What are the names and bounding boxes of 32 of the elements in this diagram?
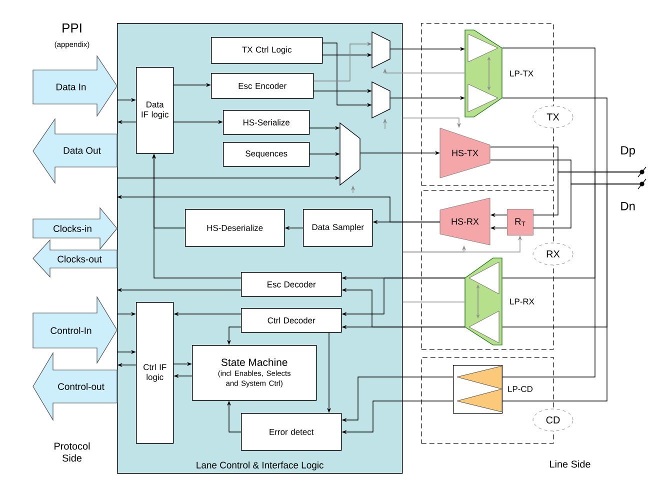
side-label: Line Side [550, 460, 590, 468]
buffer-drawing: LP-RX [464, 258, 534, 346]
process-box: Ctrl Decoder [241, 308, 342, 333]
interface-banner: Clocks-out [32, 239, 118, 278]
side-label: Protocol Side [54, 442, 90, 462]
process-box: Sequences [223, 142, 310, 167]
process-box: Esc Decoder [241, 272, 342, 297]
process-box: Data IF logic [136, 67, 174, 154]
process-box: HS-Deserialize [185, 209, 285, 247]
wire [402, 72, 466, 74]
process-box: Esc Encoder [211, 73, 314, 99]
node-label: Dn [621, 202, 635, 210]
interface-banner: Clocks-in [32, 207, 118, 250]
interface-banner: Control-out [32, 352, 118, 422]
process-box: Ctrl IF logic [136, 302, 174, 444]
process-box: TX Ctrl Logic [211, 37, 323, 64]
process-box: Error detect [241, 413, 342, 451]
interface-banner: Data Out [32, 118, 118, 184]
interface-banner: Data In [32, 55, 118, 117]
node-label: LP-RX [510, 298, 534, 304]
process-box: HS-Serialize [223, 110, 310, 135]
node-label: LP-TX [510, 70, 534, 76]
heading: PPI [62, 24, 82, 32]
terminal-pin: Dp [621, 146, 646, 178]
buffer-drawing: LP-TX [464, 30, 534, 118]
detector-drawing: LP-CD [453, 365, 533, 414]
resistor-box: R$_{T}$ [507, 209, 534, 236]
interface-banner: Control-In [32, 296, 118, 364]
node-label: LP-CD [508, 386, 533, 392]
terminal-pin: Dn [621, 178, 646, 210]
process-box: Data Sampler [303, 209, 373, 247]
node-label: Dp [621, 146, 635, 157]
